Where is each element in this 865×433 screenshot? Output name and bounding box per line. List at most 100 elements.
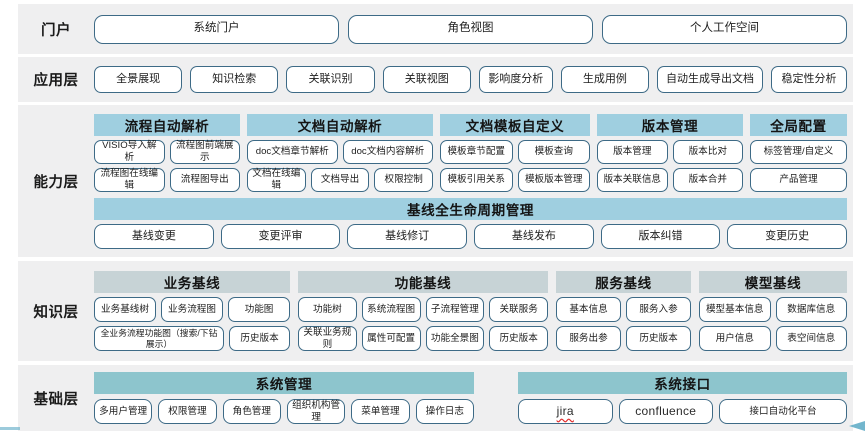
knowledge-item-related-business-rule[interactable]: 关联业务规则 <box>298 326 357 351</box>
capability-group-0: 流程自动解析 VISIO导入解析 流程图前端展示 流程图在线编辑 流程图导出 <box>94 113 240 192</box>
base-item-confluence[interactable]: confluence <box>618 399 713 424</box>
capability-group-3-row2: 版本关联信息 版本合并 <box>597 167 743 192</box>
knowledge-item-system-flowchart[interactable]: 系统流程图 <box>361 297 421 322</box>
portal-item-0[interactable]: 系统门户 <box>94 14 339 44</box>
capability-item-tag-mgmt-custom[interactable]: 标签管理/自定义 <box>750 139 847 164</box>
knowledge-item-related-service[interactable]: 关联服务 <box>489 297 548 322</box>
knowledge-item-business-baseline-tree[interactable]: 业务基线树 <box>94 297 156 322</box>
knowledge-item-database-info[interactable]: 数据库信息 <box>775 297 847 322</box>
application-item-4[interactable]: 影响度分析 <box>478 66 553 93</box>
knowledge-item-history-version-service[interactable]: 历史版本 <box>626 326 691 351</box>
capability-group-0-title: 流程自动解析 <box>94 113 240 136</box>
capability-item-template-chapter-config[interactable]: 模板章节配置 <box>440 139 513 164</box>
application-item-3[interactable]: 关联视图 <box>382 66 471 93</box>
knowledge-item-attribute-configurable[interactable]: 属性可配置 <box>361 326 421 351</box>
knowledge-group-1-title: 功能基线 <box>298 271 548 293</box>
base-group-1-title: 系统接口 <box>518 372 847 394</box>
capability-group-1-row1: doc文档章节解析 doc文档内容解析 <box>247 139 433 164</box>
baseline-item-revise[interactable]: 基线修订 <box>347 223 468 249</box>
layer-base-label: 基础层 <box>33 391 79 408</box>
knowledge-group-3-title: 模型基线 <box>699 271 847 293</box>
base-item-role-mgmt[interactable]: 角色管理 <box>222 399 281 424</box>
base-item-multi-user-mgmt[interactable]: 多用户管理 <box>94 399 153 424</box>
knowledge-group-row: 业务基线 业务基线树 业务流程图 功能图 全业务流程功能图（搜索/下钻展示） 历… <box>94 271 847 351</box>
knowledge-group-3: 模型基线 模型基本信息 数据库信息 用户信息 表空间信息 <box>699 271 847 351</box>
application-item-2[interactable]: 关联识别 <box>286 66 375 93</box>
application-item-0[interactable]: 全景展现 <box>94 66 183 93</box>
capability-item-product-mgmt[interactable]: 产品管理 <box>750 167 847 192</box>
application-item-5[interactable]: 生成用例 <box>560 66 650 93</box>
knowledge-group-3-row1: 模型基本信息 数据库信息 <box>699 297 847 322</box>
knowledge-item-service-basic-info[interactable]: 基本信息 <box>556 297 621 322</box>
knowledge-group-0-row2: 全业务流程功能图（搜索/下钻展示） 历史版本 <box>94 326 290 351</box>
knowledge-group-1-row1: 功能树 系统流程图 子流程管理 关联服务 <box>298 297 548 322</box>
knowledge-item-function-tree[interactable]: 功能树 <box>298 297 357 322</box>
layer-capability-body: 流程自动解析 VISIO导入解析 流程图前端展示 流程图在线编辑 流程图导出 文… <box>94 113 853 249</box>
capability-item-flow-online-edit[interactable]: 流程图在线编辑 <box>94 167 165 192</box>
knowledge-item-full-business-flow-map[interactable]: 全业务流程功能图（搜索/下钻展示） <box>94 326 224 351</box>
baseline-item-version-correction[interactable]: 版本纠错 <box>600 223 721 249</box>
portal-item-2[interactable]: 个人工作空间 <box>602 14 847 44</box>
capability-baseline-row: 基线变更 变更评审 基线修订 基线发布 版本纠错 变更历史 <box>94 223 848 249</box>
application-item-7[interactable]: 稳定性分析 <box>771 66 848 93</box>
capability-item-doc-export[interactable]: 文档导出 <box>310 167 370 192</box>
layer-knowledge: 知识层 业务基线 业务基线树 业务流程图 功能图 全业务流程功能图（搜索/下钻展… <box>18 261 853 361</box>
knowledge-group-1-row2: 关联业务规则 属性可配置 功能全景图 历史版本 <box>298 326 548 351</box>
capability-group-0-row1: VISIO导入解析 流程图前端展示 <box>94 139 240 164</box>
capability-item-flow-export[interactable]: 流程图导出 <box>169 167 240 192</box>
baseline-item-change[interactable]: 基线变更 <box>94 223 214 249</box>
baseline-item-change-review[interactable]: 变更评审 <box>220 223 341 249</box>
knowledge-group-0-title: 业务基线 <box>94 271 290 293</box>
base-group-1: 系统接口 jira confluence 接口自动化平台 <box>518 372 847 424</box>
capability-item-template-query[interactable]: 模板查询 <box>517 139 590 164</box>
base-item-interface-automation-platform[interactable]: 接口自动化平台 <box>719 399 847 424</box>
layer-portal-label: 门户 <box>41 22 71 39</box>
capability-group-1: 文档自动解析 doc文档章节解析 doc文档内容解析 文档在线编辑 文档导出 权… <box>247 113 434 192</box>
capability-item-doc-content-parse[interactable]: doc文档内容解析 <box>342 139 433 164</box>
layer-portal: 门户 系统门户 角色视图 个人工作空间 <box>18 4 853 54</box>
knowledge-item-history-version-business[interactable]: 历史版本 <box>229 326 290 351</box>
knowledge-item-tablespace-info[interactable]: 表空间信息 <box>775 326 847 351</box>
capability-group-row: 流程自动解析 VISIO导入解析 流程图前端展示 流程图在线编辑 流程图导出 文… <box>94 113 847 192</box>
capability-item-flow-frontend-display[interactable]: 流程图前端展示 <box>169 139 240 164</box>
baseline-item-change-history[interactable]: 变更历史 <box>727 223 848 249</box>
capability-group-3: 版本管理 版本管理 版本比对 版本关联信息 版本合并 <box>597 113 743 192</box>
capability-item-visio-import[interactable]: VISIO导入解析 <box>94 139 165 164</box>
capability-item-version-mgmt[interactable]: 版本管理 <box>597 139 668 164</box>
capability-item-template-reference[interactable]: 模板引用关系 <box>440 167 513 192</box>
base-item-operation-log[interactable]: 操作日志 <box>415 399 474 424</box>
knowledge-item-model-basic-info[interactable]: 模型基本信息 <box>699 297 771 322</box>
base-item-permission-mgmt[interactable]: 权限管理 <box>158 399 217 424</box>
knowledge-item-service-output-param[interactable]: 服务出参 <box>556 326 621 351</box>
knowledge-item-function-map[interactable]: 功能图 <box>228 297 290 322</box>
base-item-org-structure-mgmt[interactable]: 组织机构管理 <box>286 399 346 424</box>
capability-item-doc-chapter-parse[interactable]: doc文档章节解析 <box>247 139 338 164</box>
knowledge-item-user-info[interactable]: 用户信息 <box>699 326 771 351</box>
capability-group-4-row1: 标签管理/自定义 <box>750 139 847 164</box>
capability-item-version-compare[interactable]: 版本比对 <box>672 139 743 164</box>
base-item-jira[interactable]: jira <box>518 399 613 424</box>
capability-baseline-title: 基线全生命周期管理 <box>94 197 847 220</box>
capability-item-template-version-mgmt[interactable]: 模板版本管理 <box>517 167 590 192</box>
capability-group-2-title: 文档模板自定义 <box>440 113 590 136</box>
knowledge-item-history-version-function[interactable]: 历史版本 <box>489 326 548 351</box>
decorative-arrow-icon <box>849 421 865 431</box>
application-item-1[interactable]: 知识检索 <box>190 66 279 93</box>
capability-item-doc-online-edit[interactable]: 文档在线编辑 <box>247 167 306 192</box>
capability-item-version-merge[interactable]: 版本合并 <box>672 167 743 192</box>
capability-group-4-title: 全局配置 <box>750 113 847 136</box>
layer-base-body: 系统管理 多用户管理 权限管理 角色管理 组织机构管理 菜单管理 操作日志 系统… <box>94 372 853 424</box>
portal-item-1[interactable]: 角色视图 <box>348 14 593 44</box>
capability-item-permission-control[interactable]: 权限控制 <box>374 167 434 192</box>
layer-capability-label: 能力层 <box>33 174 79 191</box>
knowledge-item-business-flowchart[interactable]: 业务流程图 <box>161 297 223 322</box>
knowledge-item-function-panorama[interactable]: 功能全景图 <box>425 326 485 351</box>
knowledge-item-service-input-param[interactable]: 服务入参 <box>626 297 691 322</box>
base-item-menu-mgmt[interactable]: 菜单管理 <box>351 399 410 424</box>
application-item-6[interactable]: 自动生成导出文档 <box>657 66 764 93</box>
capability-item-version-relation[interactable]: 版本关联信息 <box>597 167 668 192</box>
capability-baseline-group: 基线全生命周期管理 基线变更 变更评审 基线修订 基线发布 版本纠错 变更历史 <box>94 197 848 249</box>
knowledge-item-subflow-mgmt[interactable]: 子流程管理 <box>425 297 485 322</box>
baseline-item-publish[interactable]: 基线发布 <box>474 223 594 249</box>
